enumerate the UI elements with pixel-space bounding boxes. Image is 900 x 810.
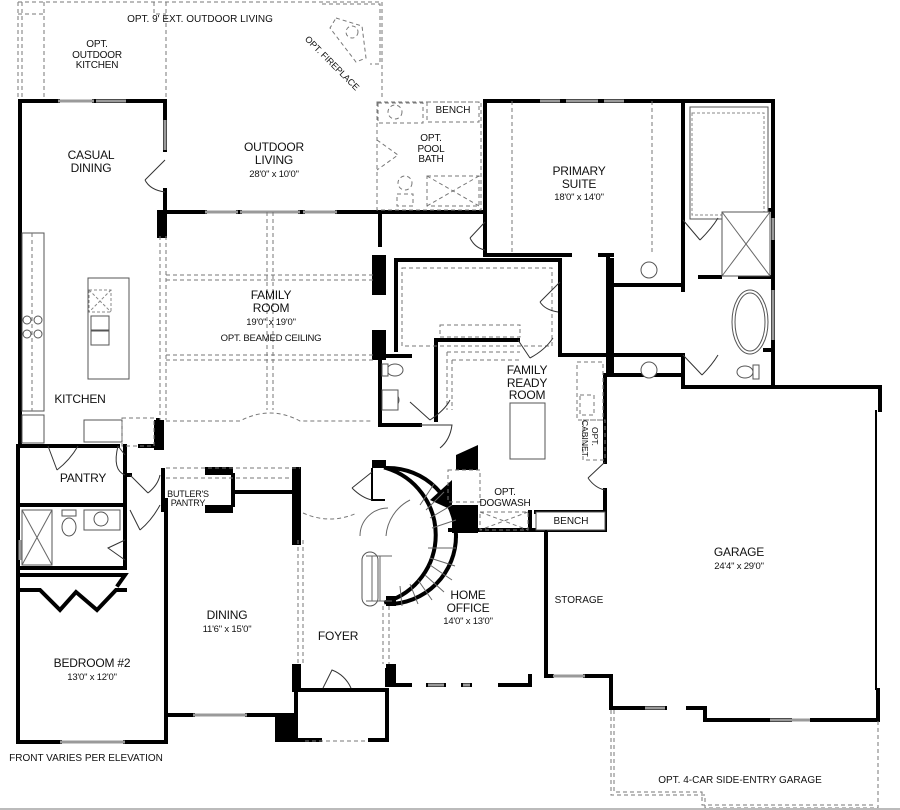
room-label-butlers-pantry: BUTLER'S PANTRY — [167, 489, 209, 509]
room-dimensions: 11'6" x 15'0" — [202, 623, 252, 635]
room-name-line: OPT. — [420, 133, 442, 144]
room-name-line: GARAGE — [713, 545, 765, 559]
opt-4-car-garage-outline — [545, 530, 879, 809]
room-name-line: FAMILY — [250, 288, 292, 302]
room-label-family-room: FAMILY ROOM 19'0" x 19'0" OPT. BEAMED CE… — [221, 289, 322, 344]
room-name-line: FAMILY — [506, 363, 548, 377]
room-name-line: HOME — [450, 588, 486, 602]
primary-suite-fixtures — [401, 101, 771, 410]
room-dimensions: 18'0" x 14'0" — [554, 192, 604, 204]
opt-beamed-ceiling — [159, 212, 390, 742]
room-name-line: POOL — [417, 143, 445, 155]
room-label-storage: STORAGE — [554, 595, 604, 606]
room-label-pantry: PANTRY — [59, 471, 107, 485]
room-name-line: ROOM — [508, 388, 546, 403]
room-label-dining: DINING 11'6" x 15'0" — [203, 609, 252, 635]
room-label-outdoor-living: OUTDOOR LIVING 28'0" x 10'0" — [244, 141, 304, 180]
room-dimensions: 19'0" x 19'0" — [246, 317, 296, 329]
room-label-primary-suite: PRIMARY SUITE 18'0" x 14'0" — [552, 165, 605, 203]
room-dimensions: 28'0" x 10'0" — [249, 169, 299, 181]
room-label-opt-pool-bath: OPT. POOL BATH — [417, 133, 445, 166]
windows — [18, 99, 810, 744]
room-label-family-ready-room: FAMILY READY ROOM — [507, 364, 548, 402]
opt-cabinet-label-line1: OPT. — [590, 427, 600, 446]
room-name-line: CASUAL — [67, 148, 115, 162]
door-swings — [47, 159, 719, 689]
room-name-line: ROOM — [252, 300, 290, 315]
opt-ext-outdoor-living-outline — [17, 1, 383, 100]
bath-fixtures — [21, 363, 404, 566]
room-label-casual-dining: CASUAL DINING — [68, 149, 115, 174]
room-name-line: PRIMARY — [552, 164, 606, 178]
bottom-border — [0, 808, 900, 810]
room-name-line: SUITE — [561, 176, 597, 191]
room-label-bedroom-2: BEDROOM #2 13'0" x 12'0" — [54, 657, 131, 683]
annotation-line: DOGWASH — [479, 497, 531, 509]
spiral-stair — [359, 483, 457, 607]
opt-ext-outdoor-living-label: OPT. 9' EXT. OUTDOOR LIVING — [127, 14, 273, 25]
room-name-line: PANTRY — [170, 498, 206, 509]
room-name-line: KITCHEN — [75, 60, 119, 71]
room-dimensions: 24'4" x 29'0" — [714, 560, 764, 572]
room-name-line: OUTDOOR — [244, 140, 304, 154]
pool-bath-fixtures — [376, 101, 482, 211]
room-name-line: BUTLER'S — [167, 489, 209, 499]
family-ready-room-fixtures — [447, 361, 606, 531]
room-name-line: DINING — [206, 608, 248, 622]
room-label-foyer: FOYER — [317, 629, 359, 643]
room-name-line: DINING — [70, 160, 112, 175]
bench-label-pool-bath: BENCH — [435, 105, 471, 116]
room-name-line: BEDROOM #2 — [53, 656, 131, 670]
opt-beamed-ceiling-note: OPT. BEAMED CEILING — [220, 333, 322, 345]
kitchen-fixtures — [21, 232, 155, 447]
room-dimensions: 14'0" x 13'0" — [443, 616, 493, 628]
room-name-line: OFFICE — [446, 600, 490, 615]
room-name-line: LIVING — [254, 152, 294, 167]
opt-cabinet-label-line2: CABINET — [580, 420, 590, 457]
room-label-kitchen: KITCHEN — [54, 392, 106, 406]
opt-4-car-garage-label: OPT. 4-CAR SIDE-ENTRY GARAGE — [658, 775, 822, 786]
room-name-line: OUTDOOR — [72, 49, 122, 61]
room-label-home-office: HOME OFFICE 14'0" x 13'0" — [443, 589, 493, 627]
front-varies-note: FRONT VARIES PER ELEVATION — [9, 753, 163, 764]
room-name-line: READY — [506, 375, 548, 390]
opt-dogwash-label: OPT. DOGWASH — [479, 487, 531, 509]
room-label-garage: GARAGE 24'4" x 29'0" — [714, 546, 764, 572]
bench-label-mudroom: BENCH — [553, 516, 589, 527]
interior-walls — [20, 208, 775, 692]
annotation-line: OPT. — [494, 487, 516, 498]
room-dimensions: 13'0" x 12'0" — [67, 671, 117, 683]
room-label-opt-outdoor-kitchen: OPT. OUTDOOR KITCHEN — [72, 39, 122, 72]
room-name-line: BATH — [418, 154, 444, 165]
room-name-line: OPT. — [86, 39, 108, 50]
